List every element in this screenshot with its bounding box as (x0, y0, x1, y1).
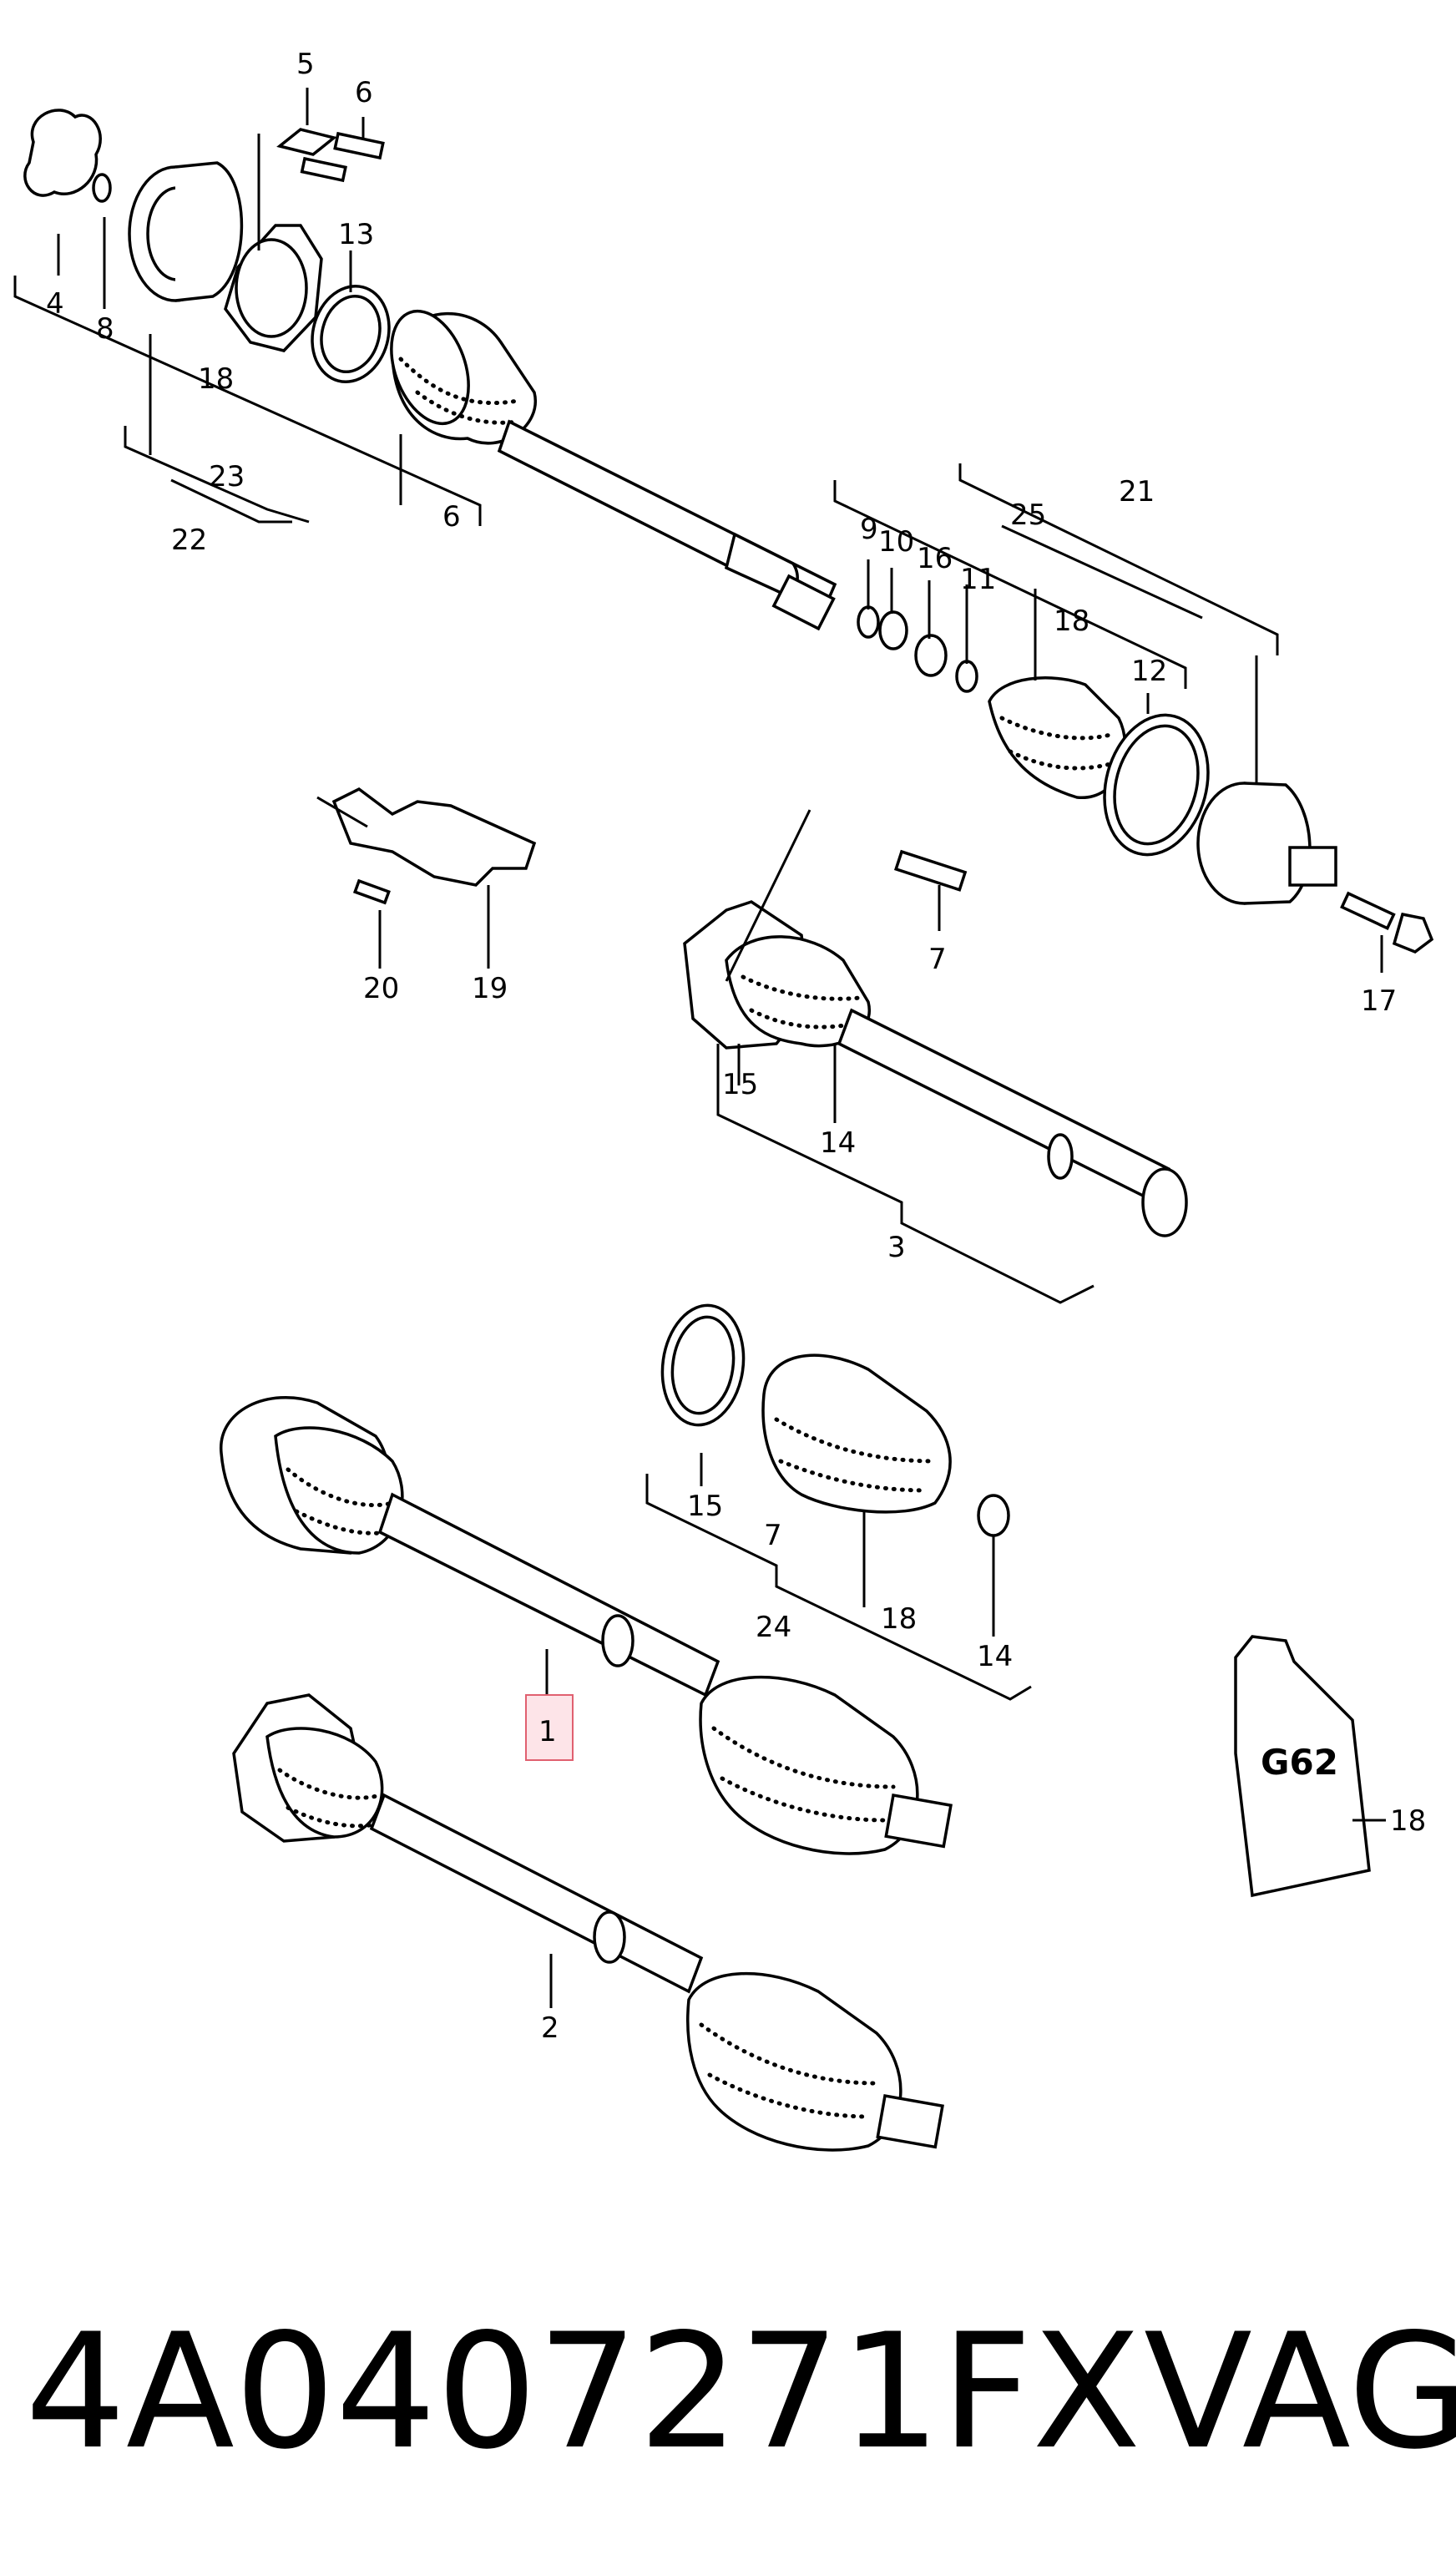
callout-3[interactable]: 3 (887, 1231, 906, 1264)
grease-tube-label: G62 (1261, 1742, 1338, 1783)
heat-shield-part-19 (331, 787, 537, 887)
callout-18[interactable]: 18 (198, 362, 234, 396)
middle-small-parts (331, 787, 968, 905)
callout-18c[interactable]: 18 (881, 1602, 917, 1636)
bolt-set-part-5-6 (276, 128, 385, 183)
callout-22[interactable]: 22 (171, 524, 207, 557)
callout-11[interactable]: 11 (960, 563, 996, 596)
callout-21[interactable]: 21 (1119, 475, 1155, 508)
bolt-part-17 (1340, 891, 1434, 954)
circlip-part-9 (857, 605, 880, 639)
flange-part (224, 224, 323, 352)
shaft-top (497, 419, 837, 631)
clamp-band-part-15 (660, 1303, 746, 1427)
boot-kit-24 (660, 1303, 1010, 1537)
boot-part-axle1-right (699, 1675, 919, 1855)
axle-shaft-2 (232, 1693, 944, 2152)
boot-part-18-lower (761, 1353, 952, 1514)
top-assembly (23, 109, 837, 631)
callout-15b[interactable]: 15 (687, 1490, 723, 1523)
callout-13[interactable]: 13 (338, 218, 374, 251)
callout-20[interactable]: 20 (363, 972, 399, 1005)
callout-8[interactable]: 8 (96, 312, 114, 346)
part-number: 4A0407271FX (25, 2300, 1141, 2484)
callout-24[interactable]: 24 (756, 1611, 791, 1644)
callout-25[interactable]: 25 (1010, 498, 1046, 532)
callout-10[interactable]: 10 (878, 525, 914, 559)
right-upper-assembly (857, 605, 1434, 954)
screw-part-20 (352, 878, 391, 905)
callout-12[interactable]: 12 (1131, 655, 1167, 688)
circlip-part-4 (23, 109, 102, 197)
circlip-part-11 (955, 660, 978, 693)
brand-name: VAG (1144, 2300, 1456, 2484)
spacer-part-16 (914, 634, 948, 677)
clamp-band-part-12 (1103, 713, 1210, 857)
callout-18b[interactable]: 18 (1054, 605, 1089, 638)
lock-ring-part-8 (92, 173, 112, 203)
joint-housing-part-21 (1196, 782, 1337, 905)
leader-lines (13, 88, 1386, 2008)
callout-9[interactable]: 9 (860, 513, 878, 546)
callout-7[interactable]: 7 (928, 943, 947, 976)
grease-tube-part-18: G62 (1234, 1635, 1371, 1898)
callout-19[interactable]: 19 (472, 972, 508, 1005)
boot-part-top (390, 309, 538, 445)
callout-5[interactable]: 5 (296, 48, 315, 81)
callout-17[interactable]: 17 (1361, 984, 1397, 1018)
callout-18d[interactable]: 18 (1390, 1804, 1426, 1838)
boot-part-axle2-right (686, 1971, 902, 2152)
callout-1[interactable]: 1 (538, 1715, 557, 1748)
bolt-part-7 (893, 849, 968, 892)
callout-15[interactable]: 15 (722, 1068, 758, 1101)
axle-shaft-1 (220, 1395, 953, 1855)
callout-14[interactable]: 14 (820, 1126, 856, 1160)
callout-6[interactable]: 6 (355, 76, 373, 109)
callout-labels: 5 6 13 4 8 18 23 22 6 21 25 9 10 16 11 1… (46, 48, 1426, 2045)
small-clamp-part-14 (977, 1494, 1010, 1537)
callout-2[interactable]: 2 (541, 2011, 559, 2045)
clamp-band-part-13 (311, 285, 391, 383)
callout-23[interactable]: 23 (209, 460, 245, 493)
callout-4[interactable]: 4 (46, 287, 64, 321)
callout-16[interactable]: 16 (917, 542, 953, 575)
ring-part-10 (878, 610, 908, 650)
middle-shaft-assembly-3 (683, 900, 1188, 1237)
callout-14b[interactable]: 14 (977, 1640, 1013, 1673)
bearing-part (128, 161, 244, 302)
callout-7b[interactable]: 7 (764, 1519, 782, 1552)
highlight-box-part-1 (525, 1694, 574, 1761)
callout-6b[interactable]: 6 (442, 500, 461, 534)
